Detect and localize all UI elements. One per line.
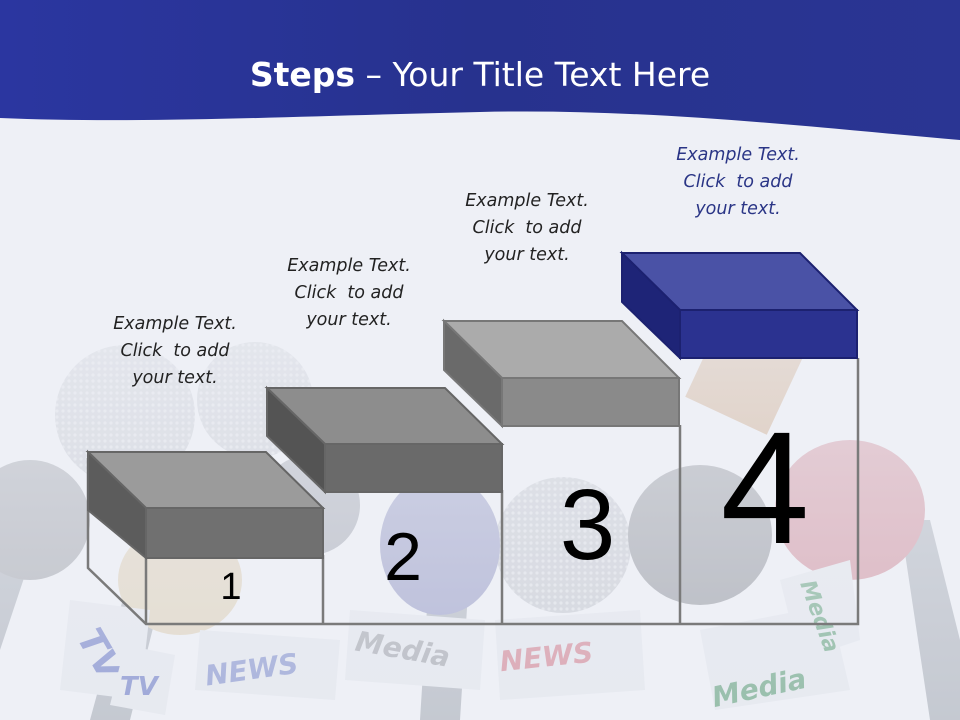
- step-4-number: 4: [720, 398, 810, 577]
- step-1-line-1: Example Text.: [113, 314, 237, 334]
- step-4-line-1: Example Text.: [676, 145, 800, 165]
- step-2-line-2: Click to add: [294, 283, 404, 303]
- title-rest: – Your Title Text Here: [355, 55, 711, 94]
- step-3-line-3: your text.: [484, 245, 570, 265]
- step-1-text[interactable]: Example Text. Click to add your text.: [90, 311, 260, 392]
- step-3-block[interactable]: [441, 318, 682, 429]
- step-4-line-2: Click to add: [683, 172, 793, 192]
- step-4-line-3: your text.: [695, 199, 781, 219]
- step-1-number: 1: [220, 566, 242, 608]
- slide-title[interactable]: Steps – Your Title Text Here: [0, 55, 960, 94]
- step-1-block[interactable]: [85, 449, 326, 561]
- header-band: [0, 0, 960, 140]
- step-3-text[interactable]: Example Text. Click to add your text.: [442, 188, 612, 269]
- step-4-text[interactable]: Example Text. Click to add your text.: [653, 142, 823, 223]
- staircase-frame: [86, 358, 860, 626]
- step-3-line-1: Example Text.: [465, 191, 589, 211]
- step-1-line-3: your text.: [132, 368, 218, 388]
- step-3-line-2: Click to add: [472, 218, 582, 238]
- step-2-text[interactable]: Example Text. Click to add your text.: [264, 253, 434, 334]
- step-2-line-1: Example Text.: [287, 256, 411, 276]
- step-2-number: 2: [384, 519, 422, 595]
- step-4-block[interactable]: [619, 250, 860, 361]
- title-bold: Steps: [249, 55, 356, 94]
- step-3-number: 3: [559, 469, 616, 581]
- step-2-line-3: your text.: [306, 310, 392, 330]
- step-2-block[interactable]: [264, 385, 505, 495]
- step-1-line-2: Click to add: [120, 341, 230, 361]
